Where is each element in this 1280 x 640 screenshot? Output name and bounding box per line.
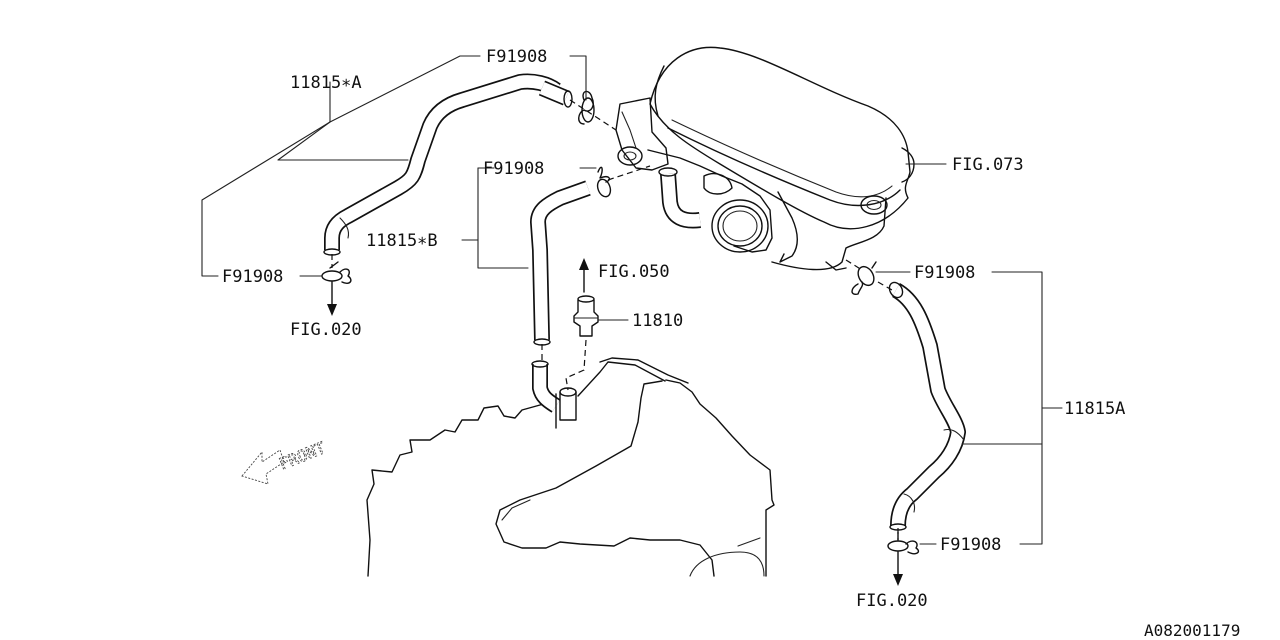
label-fig-upper: FIG.050: [598, 262, 670, 282]
label-hose-11815-star-a: 11815∗A: [290, 73, 362, 93]
label-fig-left-bottom: FIG.020: [290, 320, 362, 340]
diagram-code: A082001179: [1144, 621, 1240, 640]
hose-11815a: [888, 281, 966, 531]
label-clamp-top: F91908: [486, 47, 547, 67]
hose-11815-star-b: [530, 180, 591, 346]
label-clamp-left-bottom: F91908: [222, 267, 283, 287]
engine-block: [366, 357, 775, 577]
engine-fittings: [531, 360, 577, 429]
assembly-dashed-lines: [331, 99, 899, 540]
clamp-left-bottom: [321, 261, 352, 285]
clamp-right-top: [851, 261, 877, 296]
label-hose-11815-star-b: 11815∗B: [366, 231, 438, 251]
arrow-fig-right-bottom: [893, 551, 903, 586]
pcv-valve-11810: [573, 295, 599, 337]
label-hose-11815a: 11815A: [1064, 399, 1125, 419]
air-intake-box: [615, 46, 915, 271]
arrow-fig-upper: [579, 258, 589, 293]
label-fig-air-box: FIG.073: [952, 155, 1024, 175]
label-clamp-mid: F91908: [483, 159, 544, 179]
leader-lines: [201, 55, 1063, 545]
clamp-right-bottom: [887, 531, 920, 555]
arrow-fig-left-bottom: [327, 281, 337, 316]
label-clamp-right-bottom: F91908: [940, 535, 1001, 555]
label-clamp-right-top: F91908: [914, 263, 975, 283]
front-label: FRONT: [276, 438, 328, 474]
hose-11815-star-a: [323, 73, 573, 256]
clamp-mid: [596, 166, 612, 198]
label-fig-right-bottom: FIG.020: [856, 591, 928, 611]
label-pcv-valve: 11810: [632, 311, 683, 331]
front-marker: FRONT: [241, 437, 329, 485]
